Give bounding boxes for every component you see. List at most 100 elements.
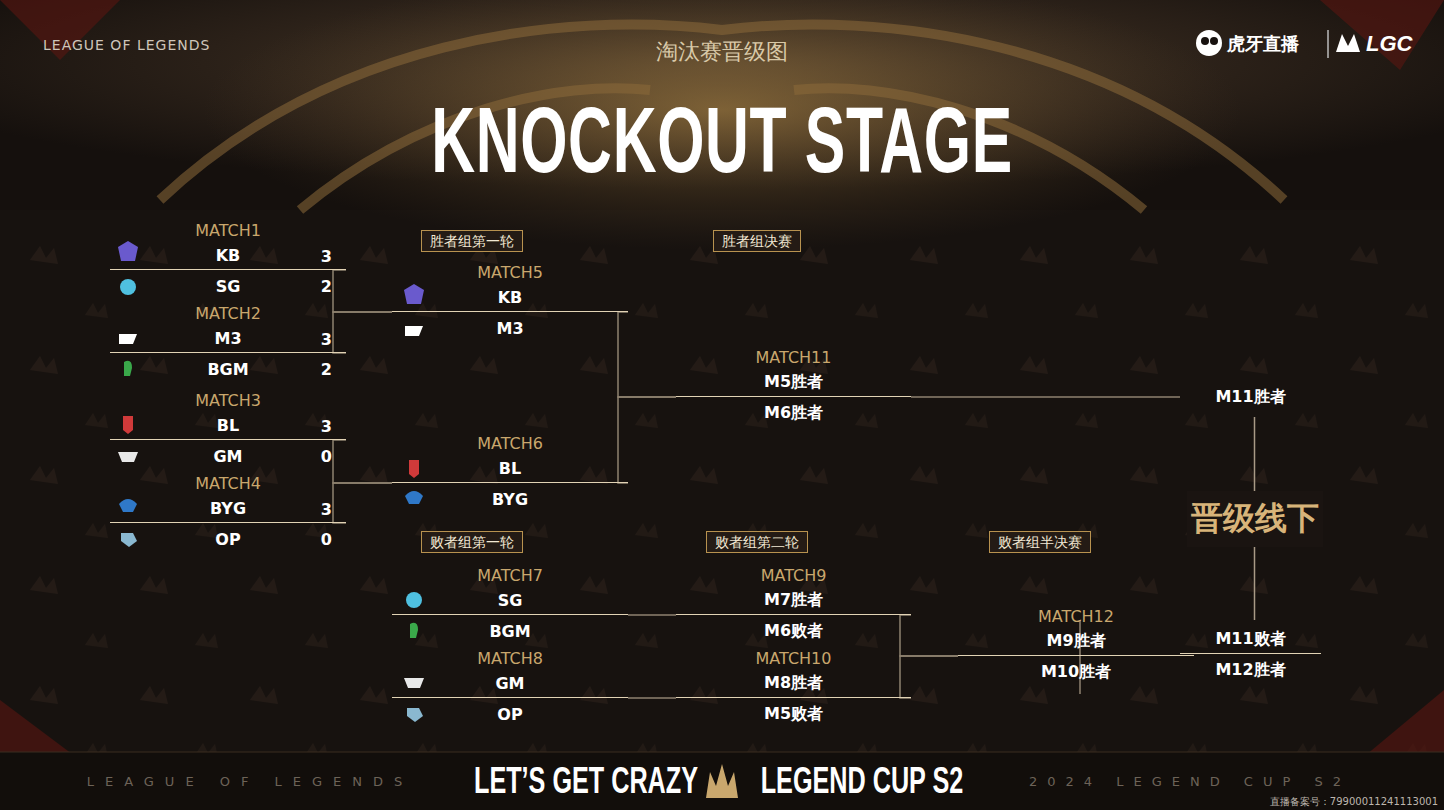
- team-name: BYG: [210, 499, 246, 518]
- sponsor-name: 虎牙直播: [1227, 32, 1299, 56]
- match-box: MATCH6BL BYG: [392, 433, 628, 515]
- match-label: MATCH10: [676, 648, 911, 670]
- team-row: OP 0: [110, 523, 346, 555]
- team-row: KB 3: [110, 242, 346, 270]
- result-slot: M11败者 M12胜者: [1180, 626, 1321, 686]
- team-row: M10胜者: [958, 656, 1194, 688]
- bracket-line: [628, 697, 676, 699]
- bracket-line: [333, 312, 392, 353]
- match-box: MATCH4BYG3OP0: [110, 473, 346, 555]
- team-row: BGM 2: [110, 353, 346, 385]
- match-label: MATCH7: [392, 565, 628, 587]
- league-logo-text: LGC: [1366, 31, 1412, 57]
- team-row: BYG 3: [110, 495, 346, 523]
- brand-text: LEAGUE OF LEGENDS: [43, 37, 210, 53]
- team-row: M11胜者: [1180, 383, 1321, 411]
- team-name: M5败者: [764, 704, 823, 725]
- match-box: MATCH1KB 3SG 2: [110, 220, 346, 302]
- team-name: M3: [496, 319, 523, 338]
- team-row: M9胜者: [958, 628, 1194, 656]
- team-row: BGM: [392, 615, 628, 647]
- score: 2: [321, 360, 332, 379]
- score: 3: [321, 499, 332, 518]
- team-row: M7胜者: [676, 587, 911, 615]
- team-row: KB: [392, 284, 628, 312]
- round-badge: 败者组半决赛: [989, 531, 1091, 553]
- round-badge: 败者组第一轮: [421, 531, 523, 553]
- license-number: 直播备案号：79900011241113001: [1270, 795, 1438, 809]
- match-box: MATCH8GM OP: [392, 648, 628, 730]
- match-box: MATCH12M9胜者 M10胜者: [958, 606, 1194, 688]
- team-name: M11败者: [1215, 629, 1285, 650]
- team-row: M12胜者: [1180, 654, 1321, 686]
- team-row: OP: [392, 698, 628, 730]
- match-label: MATCH1: [110, 220, 346, 242]
- match-label: MATCH3: [110, 390, 346, 412]
- team-row: M6败者: [676, 615, 911, 647]
- team-row: M6胜者: [676, 397, 911, 429]
- match-label: MATCH6: [392, 433, 628, 455]
- match-box: MATCH7SG BGM: [392, 565, 628, 647]
- score: 0: [321, 530, 332, 549]
- match-box: MATCH9M7胜者 M6败者: [676, 565, 911, 647]
- team-row: M5败者: [676, 698, 911, 730]
- team-row: M8胜者: [676, 670, 911, 698]
- team-row: M11败者: [1180, 626, 1321, 654]
- score: 3: [321, 329, 332, 348]
- team-row: GM: [392, 670, 628, 698]
- score: 2: [321, 277, 332, 296]
- team-name: M7胜者: [764, 590, 823, 611]
- result-slot: M11胜者: [1180, 383, 1321, 411]
- match-label: MATCH5: [392, 262, 628, 284]
- team-row: M33: [110, 325, 346, 353]
- team-row: SG 2: [110, 270, 346, 302]
- round-badge: 胜者组第一轮: [421, 230, 523, 252]
- match-box: MATCH5KB M3: [392, 262, 628, 344]
- round-badge: 败者组第二轮: [706, 531, 808, 553]
- team-row: M3: [392, 312, 628, 344]
- footer-text: LEAGUE OF LEGENDS: [87, 774, 414, 789]
- team-name: M9胜者: [1046, 631, 1105, 652]
- match-label: MATCH2: [110, 303, 346, 325]
- match-box: MATCH2M33BGM 2: [110, 303, 346, 385]
- team-name: M12胜者: [1215, 660, 1285, 681]
- subtitle: 淘汰赛晋级图: [656, 37, 788, 67]
- team-name: OP: [497, 705, 522, 724]
- bracket-line: [618, 397, 676, 483]
- footer-slogan: LEGEND CUP S2: [761, 760, 964, 802]
- team-name: BGM: [489, 622, 530, 641]
- team-name: KB: [216, 246, 241, 265]
- score: 0: [321, 447, 332, 466]
- team-row: SG: [392, 587, 628, 615]
- bracket-line: [900, 615, 958, 656]
- team-name: BGM: [207, 360, 248, 379]
- footer-slogan: LET’S GET CRAZY: [474, 760, 698, 802]
- bracket-line: [618, 312, 676, 397]
- team-name: GM: [213, 447, 242, 466]
- team-name: M11胜者: [1215, 387, 1285, 408]
- team-name: M8胜者: [764, 673, 823, 694]
- team-name: M6败者: [764, 621, 823, 642]
- team-name: M5胜者: [764, 372, 823, 393]
- footer-text: 2024 LEGEND CUP S2: [1029, 774, 1351, 789]
- team-row: BL3: [110, 412, 346, 440]
- score: 3: [321, 246, 332, 265]
- match-label: MATCH12: [958, 606, 1194, 628]
- team-name: BL: [499, 459, 521, 478]
- team-name: SG: [498, 591, 523, 610]
- team-name: OP: [215, 530, 240, 549]
- match-label: MATCH11: [676, 347, 911, 369]
- bracket-line: [911, 396, 1180, 398]
- team-row: BL: [392, 455, 628, 483]
- team-row: GM 0: [110, 440, 346, 472]
- team-row: BYG: [392, 483, 628, 515]
- team-name: M6胜者: [764, 403, 823, 424]
- match-label: MATCH9: [676, 565, 911, 587]
- match-box: MATCH10M8胜者 M5败者: [676, 648, 911, 730]
- bracket-line: [333, 483, 392, 523]
- team-name: SG: [216, 277, 241, 296]
- page-title: KNOCKOUT STAGE: [431, 88, 1013, 193]
- bracket-line: [333, 270, 392, 312]
- team-name: M10胜者: [1041, 662, 1111, 683]
- match-label: MATCH8: [392, 648, 628, 670]
